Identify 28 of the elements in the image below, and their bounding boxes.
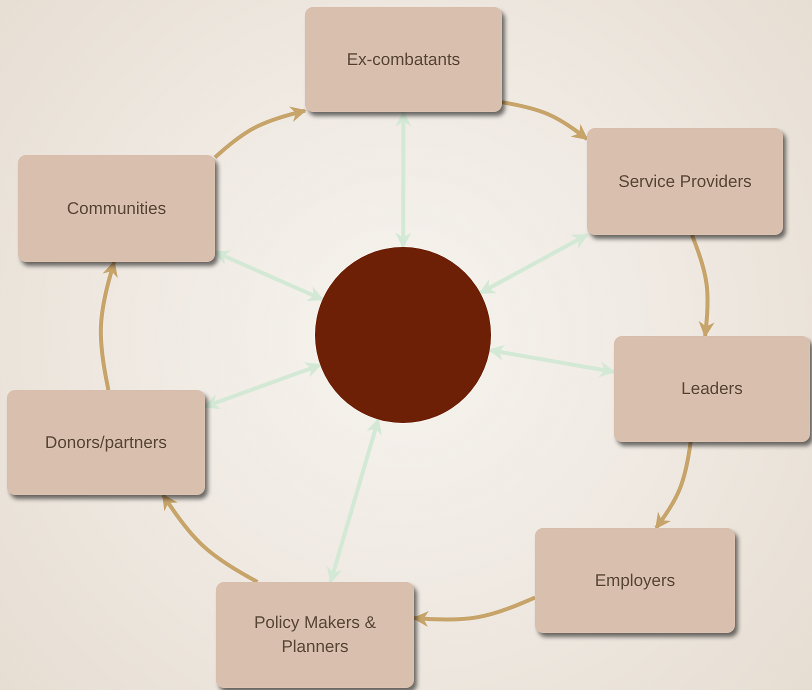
arrow bbox=[204, 362, 322, 410]
process-box bbox=[216, 582, 414, 688]
arrow bbox=[161, 494, 258, 584]
process-box bbox=[587, 128, 783, 235]
process-box bbox=[305, 7, 502, 112]
arrow bbox=[214, 250, 324, 302]
process-box bbox=[535, 528, 735, 633]
node-label: Communities bbox=[66, 198, 168, 220]
process-box bbox=[18, 155, 215, 262]
arrow bbox=[478, 233, 588, 295]
arrow bbox=[502, 100, 588, 141]
arrow bbox=[654, 442, 693, 530]
node-label: Policy Makers & Planners bbox=[253, 612, 377, 658]
arrow bbox=[214, 106, 307, 159]
node-label: Ex-combatants bbox=[346, 48, 462, 71]
arrow bbox=[488, 344, 616, 378]
arrow bbox=[326, 418, 382, 584]
arrow bbox=[412, 596, 536, 627]
node-label: Donors/partners bbox=[44, 432, 168, 454]
center-circle bbox=[315, 247, 491, 423]
arrow bbox=[395, 110, 412, 249]
process-box bbox=[614, 336, 810, 442]
node-label: Leaders bbox=[680, 378, 744, 400]
node-label: Service Providers bbox=[617, 170, 753, 193]
node-label: Employers bbox=[594, 570, 676, 592]
process-box bbox=[7, 390, 205, 495]
arrow bbox=[690, 234, 715, 338]
arrow bbox=[98, 260, 118, 390]
